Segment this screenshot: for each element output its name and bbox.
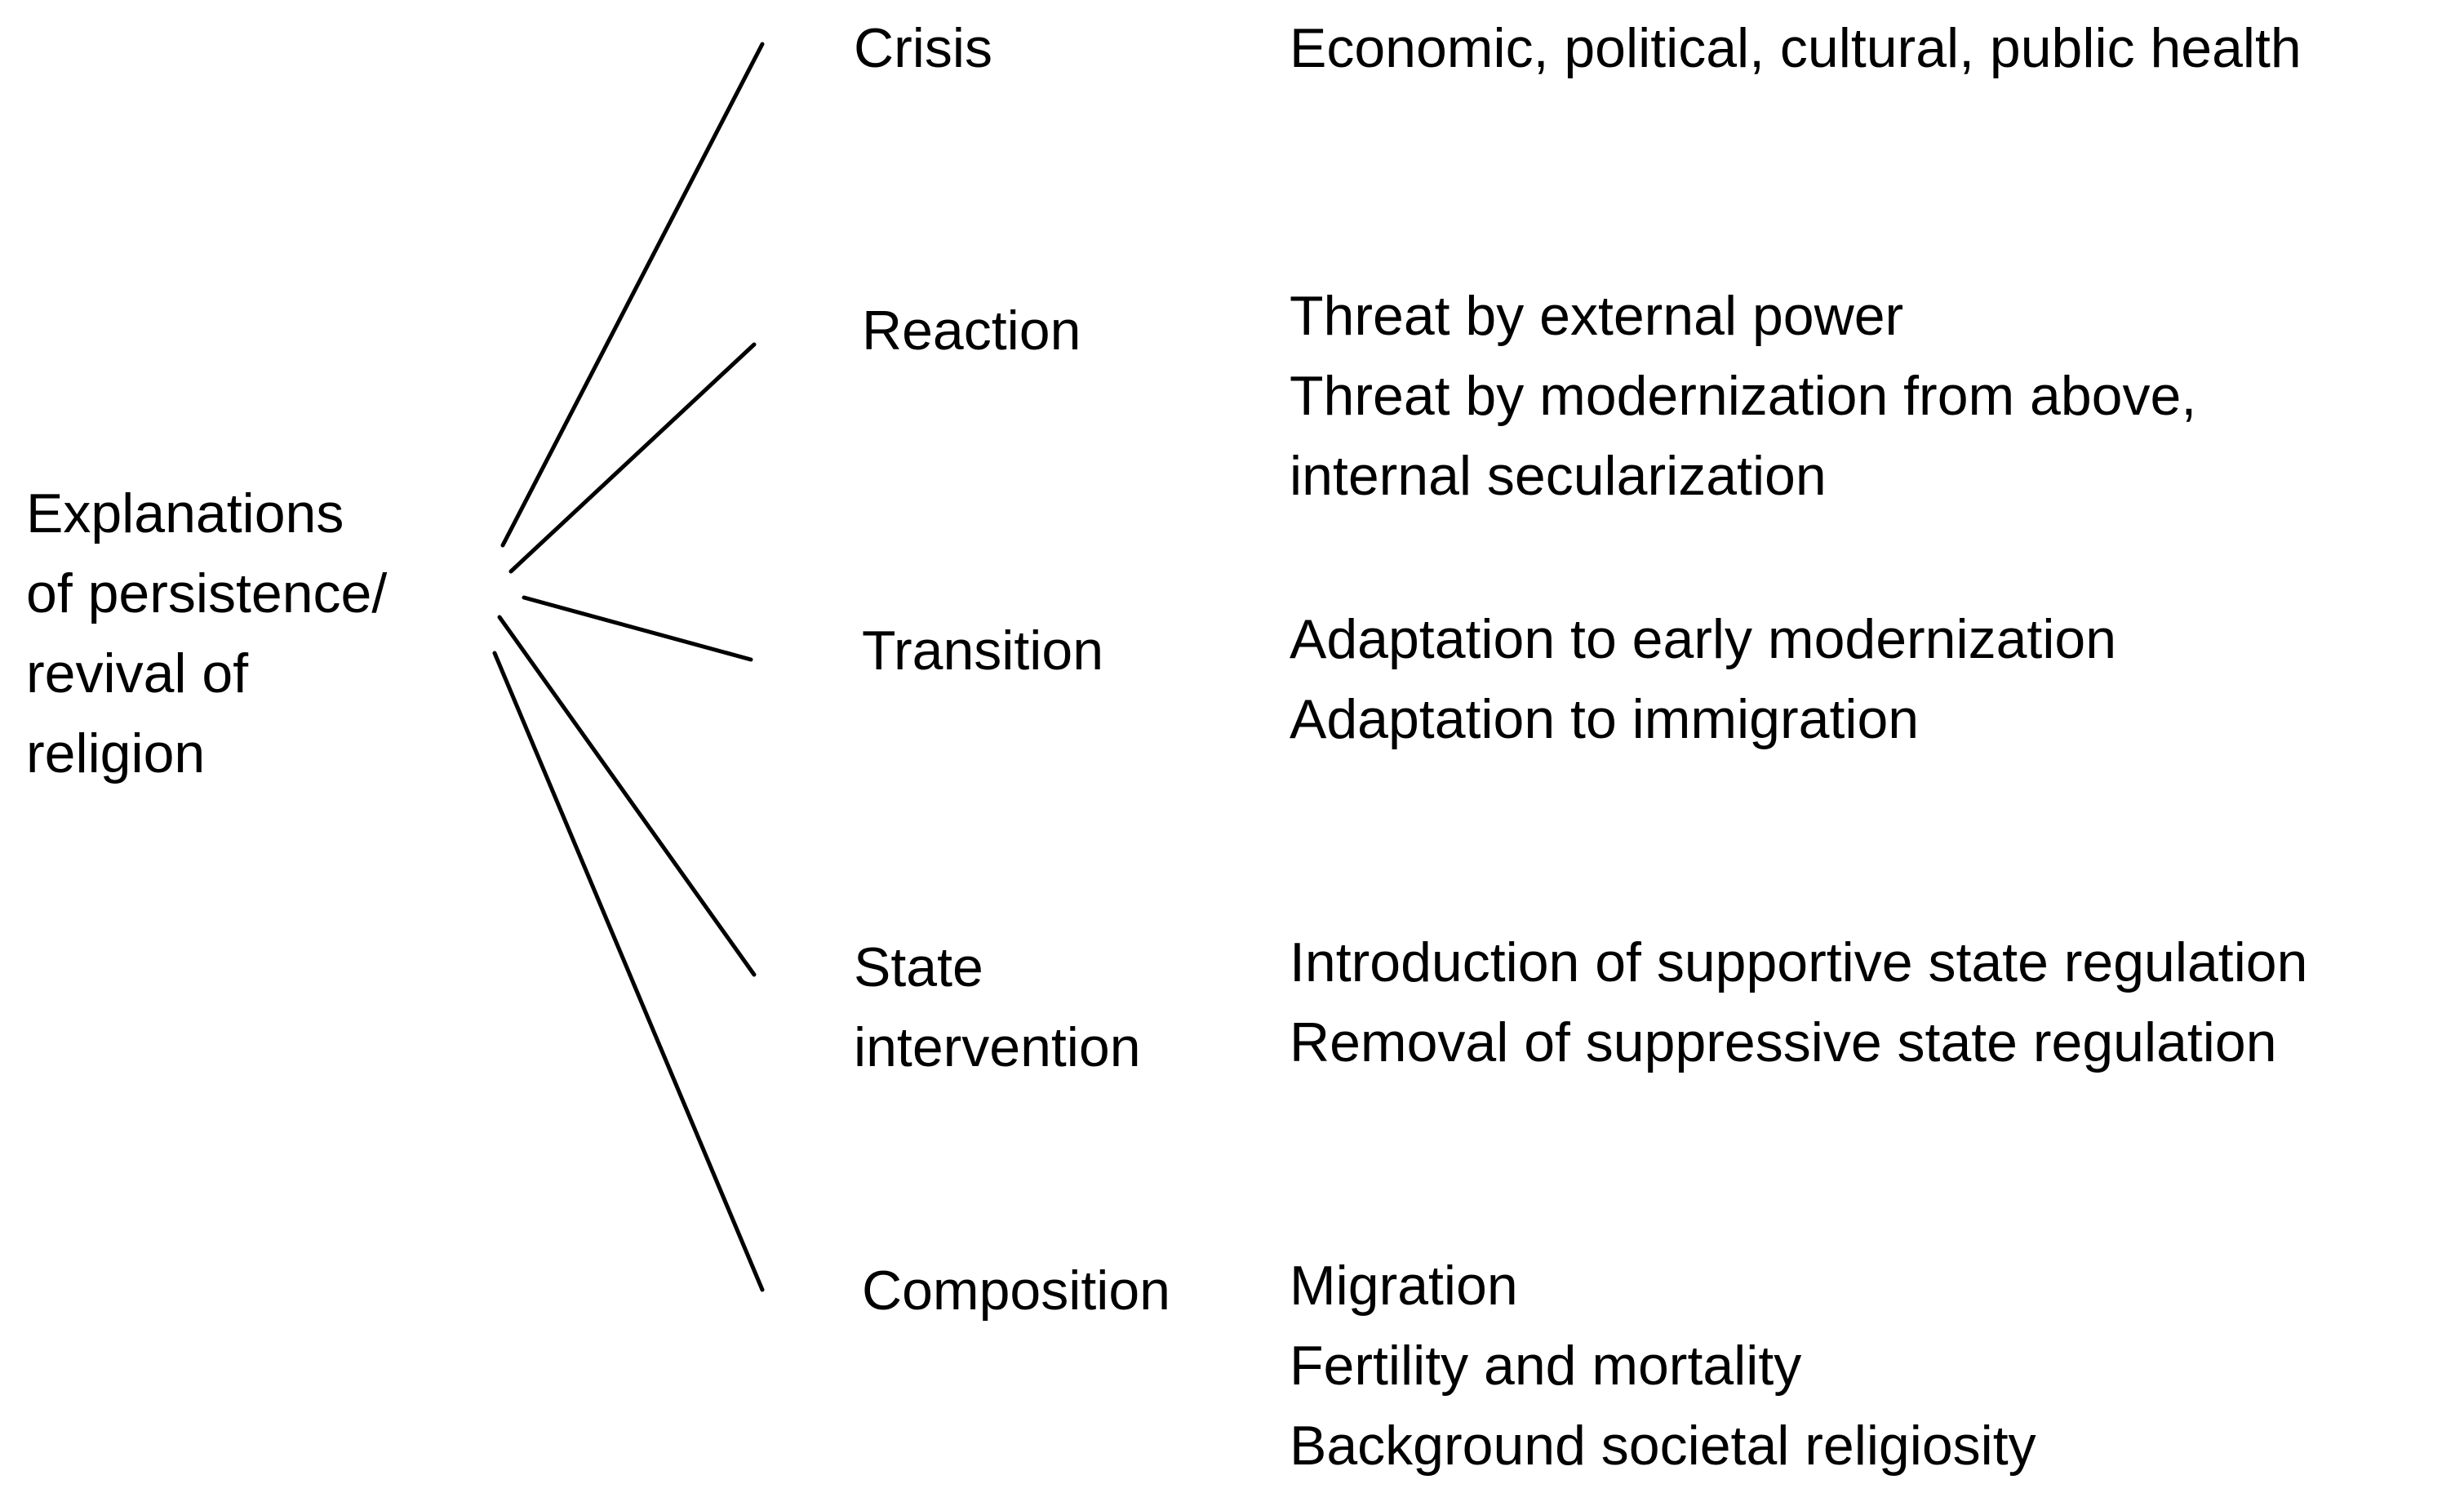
connector-reaction xyxy=(508,342,757,574)
detail-line: Adaptation to immigration xyxy=(1290,688,1920,750)
root-label: Explanations of persistence/ revival of … xyxy=(26,473,483,793)
details-composition: Migration Fertility and mortality Backgr… xyxy=(1290,1246,2036,1486)
category-label: Transition xyxy=(862,620,1104,682)
detail-line: internal secularization xyxy=(1290,445,1827,507)
detail-line: Migration xyxy=(1290,1255,1518,1317)
details-state-intervention: Introduction of supportive state regulat… xyxy=(1290,922,2307,1082)
connector-state-intervention xyxy=(497,615,757,977)
category-reaction: Reaction xyxy=(862,291,1081,371)
category-label: Crisis xyxy=(854,17,992,79)
category-transition: Transition xyxy=(862,611,1103,691)
category-composition: Composition xyxy=(862,1251,1170,1331)
category-label: Composition xyxy=(862,1260,1170,1322)
detail-line: Background societal religiosity xyxy=(1290,1415,2036,1477)
root-label-line: revival of xyxy=(26,642,249,704)
detail-line: Threat by external power xyxy=(1290,285,1904,347)
category-label: State xyxy=(854,936,983,998)
connector-transition xyxy=(522,595,753,662)
category-label: intervention xyxy=(854,1016,1141,1078)
root-label-line: of persistence/ xyxy=(26,562,388,624)
root-label-line: religion xyxy=(26,722,206,784)
details-crisis: Economic, political, cultural, public he… xyxy=(1290,8,2302,88)
detail-line: Fertility and mortality xyxy=(1290,1335,1802,1397)
connector-crisis xyxy=(500,42,765,548)
root-label-line: Explanations xyxy=(26,482,344,544)
details-transition: Adaptation to early modernization Adapta… xyxy=(1290,599,2116,759)
details-reaction: Threat by external power Threat by moder… xyxy=(1290,276,2196,516)
detail-line: Economic, political, cultural, public he… xyxy=(1290,17,2302,79)
detail-line: Threat by modernization from above, xyxy=(1290,365,2197,427)
detail-line: Introduction of supportive state regulat… xyxy=(1290,931,2308,993)
detail-line: Removal of suppressive state regulation xyxy=(1290,1011,2277,1073)
detail-line: Adaptation to early modernization xyxy=(1290,608,2117,670)
category-state-intervention: State intervention xyxy=(854,927,1141,1087)
connector-composition xyxy=(492,651,765,1292)
category-label: Reaction xyxy=(862,300,1081,362)
category-crisis: Crisis xyxy=(854,8,992,88)
